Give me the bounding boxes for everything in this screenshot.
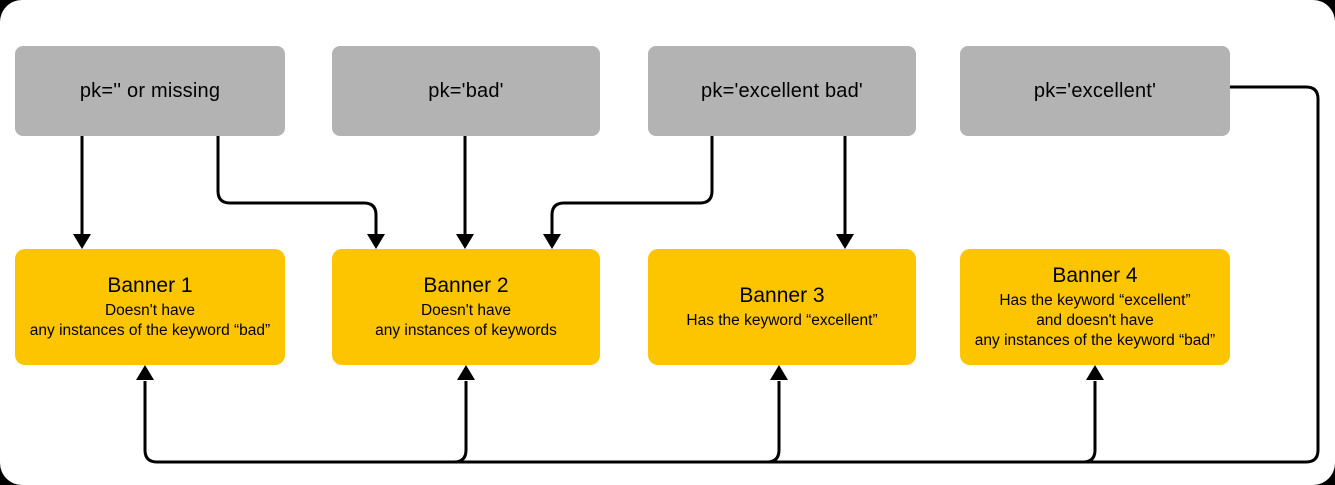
edge-pk-bad-to-banner2-arrowhead xyxy=(456,234,474,249)
pk-node-label: pk='excellent' xyxy=(1033,79,1157,102)
pk-node-label: pk='excellent bad' xyxy=(701,79,863,102)
edge-pk-excellent-bad-to-banner3-arrowhead xyxy=(836,234,854,249)
edge-trunk-to-banner4 xyxy=(1082,381,1097,464)
banner-title: Banner 4 xyxy=(1052,263,1138,287)
banner-desc-line: Has the keyword “excellent” xyxy=(999,291,1191,309)
banner-title: Banner 3 xyxy=(739,283,825,307)
pk-node-label: pk='' or missing xyxy=(79,79,221,102)
banner-desc-line: Doesn't have xyxy=(420,301,511,319)
edge-pk-empty-to-banner2 xyxy=(216,136,378,234)
edge-trunk-to-banner3 xyxy=(766,381,781,464)
edge-trunk-to-banner4-arrowhead xyxy=(1086,365,1104,380)
edge-pk-empty-to-banner2-arrowhead xyxy=(367,234,385,249)
banner-title: Banner 2 xyxy=(423,273,509,297)
edge-pk-excellent-bad-to-banner2-arrowhead xyxy=(543,234,561,249)
pk-node-bad: pk='bad' xyxy=(332,46,600,136)
edge-pk-excellent-trunk-to-banner1-arrowhead xyxy=(136,365,154,380)
edge-pk-excellent-bad-to-banner2 xyxy=(550,136,714,234)
edge-pk-empty-to-banner1-arrowhead xyxy=(73,234,91,249)
banner-description: Doesn't have any instances of the keywor… xyxy=(30,301,270,341)
banner-desc-line: and doesn't have xyxy=(1036,312,1154,330)
banner-desc-line: any instances of the keyword “bad” xyxy=(974,332,1216,350)
pk-node-excellent-bad: pk='excellent bad' xyxy=(648,46,916,136)
banner-desc-line: Doesn't have xyxy=(104,301,195,319)
banner-desc-line: Has the keyword “excellent” xyxy=(686,312,878,330)
banner-desc-line: any instances of keywords xyxy=(375,322,557,340)
banner-3-node: Banner 3 Has the keyword “excellent” xyxy=(648,249,916,365)
banner-4-node: Banner 4 Has the keyword “excellent” and… xyxy=(960,249,1230,365)
banner-desc-line: any instances of the keyword “bad” xyxy=(29,322,271,340)
edge-trunk-to-banner3-arrowhead xyxy=(770,365,788,380)
banner-title: Banner 1 xyxy=(107,273,193,297)
edge-trunk-to-banner2-arrowhead xyxy=(457,365,475,380)
pk-node-excellent: pk='excellent' xyxy=(960,46,1230,136)
pk-node-label: pk='bad' xyxy=(428,79,504,102)
pk-node-empty-or-missing: pk='' or missing xyxy=(15,46,285,136)
banner-1-node: Banner 1 Doesn't have any instances of t… xyxy=(15,249,285,365)
banner-description: Has the keyword “excellent” and doesn't … xyxy=(975,291,1215,351)
banner-description: Doesn't have any instances of keywords xyxy=(375,301,557,341)
banner-description: Has the keyword “excellent” xyxy=(686,311,877,331)
edge-trunk-to-banner2 xyxy=(453,381,468,464)
banner-2-node: Banner 2 Doesn't have any instances of k… xyxy=(332,249,600,365)
